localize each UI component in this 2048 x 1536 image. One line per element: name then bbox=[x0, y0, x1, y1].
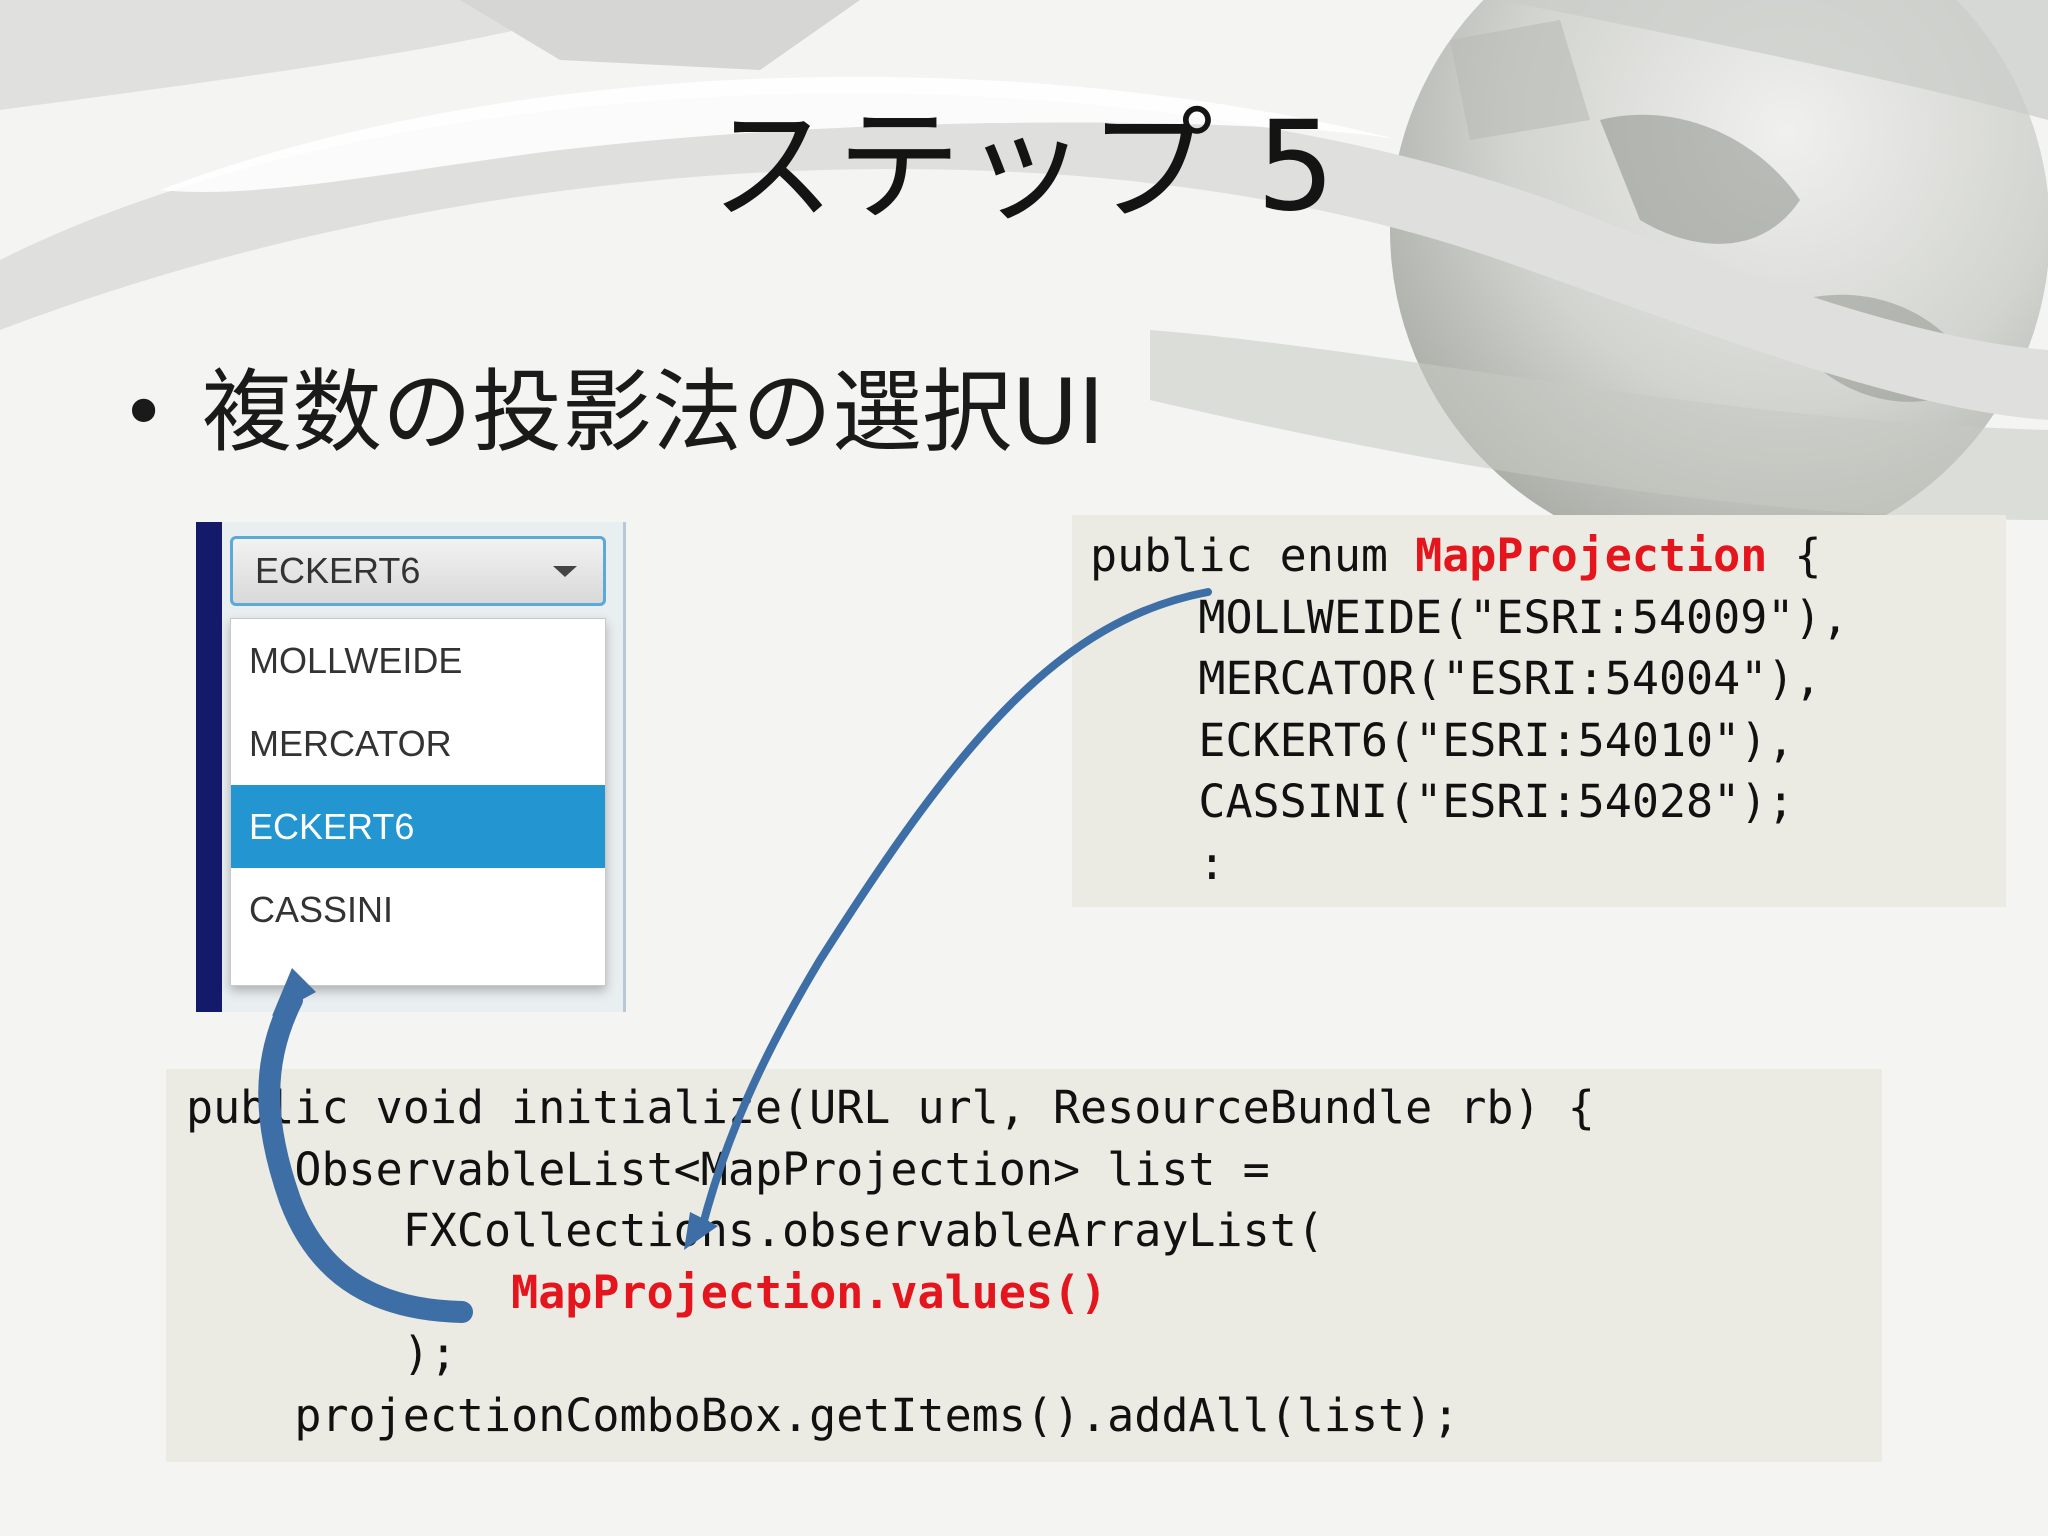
map-strip bbox=[196, 522, 222, 1012]
code-highlight-mapprojection: MapProjection bbox=[1415, 529, 1768, 582]
slide-title: ステップ 5 bbox=[710, 95, 1338, 239]
combo-item-eckert6[interactable]: ECKERT6 bbox=[231, 785, 605, 868]
bullet-text: 複数の投影法の選択UI bbox=[202, 360, 1105, 465]
code-line: FXCollections.observableArrayList( bbox=[186, 1204, 1324, 1257]
code-line: ); bbox=[186, 1327, 457, 1380]
combo-box-screenshot: ECKERT6 MOLLWEIDE MERCATOR ECKERT6 CASSI… bbox=[196, 522, 626, 1012]
combo-dropdown-list: MOLLWEIDE MERCATOR ECKERT6 CASSINI bbox=[230, 618, 606, 986]
code-line: : bbox=[1090, 836, 1226, 890]
code-line: projectionComboBox.getItems().addAll(lis… bbox=[186, 1388, 1460, 1442]
code-line: CASSINI("ESRI:54028"); bbox=[1090, 775, 1795, 828]
combo-selected-value: ECKERT6 bbox=[255, 550, 421, 591]
code-line: public void initialize(URL url, Resource… bbox=[186, 1081, 1595, 1134]
code-line: ECKERT6("ESRI:54010"), bbox=[1090, 713, 1795, 767]
combo-item-mercator[interactable]: MERCATOR bbox=[249, 722, 452, 764]
code-line: ObservableList<MapProjection> list = bbox=[186, 1142, 1270, 1196]
enum-code: public enum MapProjection { MOLLWEIDE("E… bbox=[1090, 525, 1849, 894]
window-edge bbox=[623, 522, 626, 1012]
initialize-code-panel: public void initialize(URL url, Resource… bbox=[166, 1069, 1882, 1462]
code-line: MOLLWEIDE("ESRI:54009"), bbox=[1090, 590, 1849, 644]
combo-item-mollweide[interactable]: MOLLWEIDE bbox=[249, 639, 463, 681]
projection-combo-box[interactable]: ECKERT6 bbox=[230, 536, 606, 606]
code-indent bbox=[186, 1266, 511, 1319]
enum-code-panel: public enum MapProjection { MOLLWEIDE("E… bbox=[1072, 515, 2006, 907]
bullet-dot: • bbox=[120, 366, 168, 459]
chevron-down-icon[interactable] bbox=[553, 565, 577, 577]
code-text: { bbox=[1767, 529, 1822, 582]
code-line: MERCATOR("ESRI:54004"), bbox=[1090, 652, 1822, 705]
bullet-item: • 複数の投影法の選択UI bbox=[120, 368, 1104, 458]
initialize-code: public void initialize(URL url, Resource… bbox=[186, 1077, 1595, 1446]
code-text: public enum bbox=[1090, 529, 1416, 582]
combo-item-cassini[interactable]: CASSINI bbox=[249, 888, 394, 930]
code-highlight-values: MapProjection.values() bbox=[511, 1265, 1108, 1319]
